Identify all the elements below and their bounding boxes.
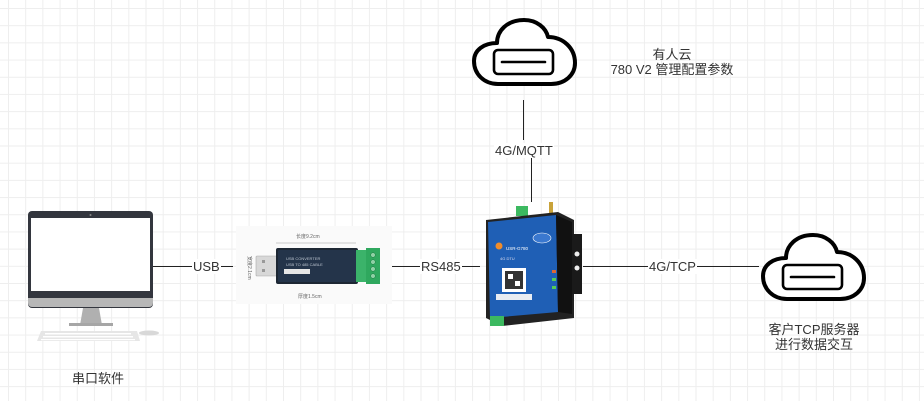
- mqtt-edge-label: 4G/MQTT: [494, 143, 554, 158]
- usb-edge-label: USB: [192, 259, 221, 274]
- cloud-top-caption-line2: 780 V2 管理配置参数: [610, 62, 734, 77]
- cloud-icon: [472, 18, 577, 86]
- cloud-right-caption-line1: 客户TCP服务器: [768, 322, 860, 337]
- dtu-brand: USR-G780: [506, 246, 529, 251]
- desktop-computer-icon: [28, 211, 159, 341]
- mqtt-connection-line-upper: [523, 100, 524, 140]
- converter-node[interactable]: 长度9.2cm 宽度2.1cm USB CONVERTER USB TO 485…: [236, 226, 392, 304]
- tcp-edge-label: 4G/TCP: [648, 259, 697, 274]
- converter-width-label: 宽度2.1cm: [246, 256, 253, 280]
- cloud-right-caption-line2: 进行数据交互: [774, 337, 853, 352]
- converter-length-label: 长度9.2cm: [296, 233, 320, 240]
- cloud-top-caption: 有人云 780 V2 管理配置参数: [602, 47, 742, 77]
- cloud-icon: [761, 233, 866, 301]
- converter-line1: USB CONVERTER: [286, 256, 320, 261]
- cloud-top-caption-line1: 有人云: [652, 47, 692, 62]
- converter-line2: USB TO 485 CABLE: [286, 262, 323, 267]
- dtu-node[interactable]: USR-G780 4G DTU: [478, 202, 584, 328]
- pc-caption: 串口软件: [72, 371, 125, 386]
- cloud-right-node[interactable]: [760, 228, 867, 303]
- rs485-edge-label: RS485: [420, 259, 462, 274]
- cloud-right-caption: 客户TCP服务器 进行数据交互: [748, 322, 880, 352]
- usb-to-rs485-converter-image: 长度9.2cm 宽度2.1cm USB CONVERTER USB TO 485…: [246, 233, 380, 300]
- cloud-top-node[interactable]: [471, 13, 578, 88]
- 4g-dtu-device-image: USR-G780 4G DTU: [486, 202, 582, 326]
- mqtt-connection-line-lower: [531, 158, 532, 202]
- converter-thickness-label: 厚度1.5cm: [298, 293, 322, 300]
- pc-node[interactable]: [27, 210, 162, 345]
- dtu-model: 4G DTU: [500, 256, 515, 261]
